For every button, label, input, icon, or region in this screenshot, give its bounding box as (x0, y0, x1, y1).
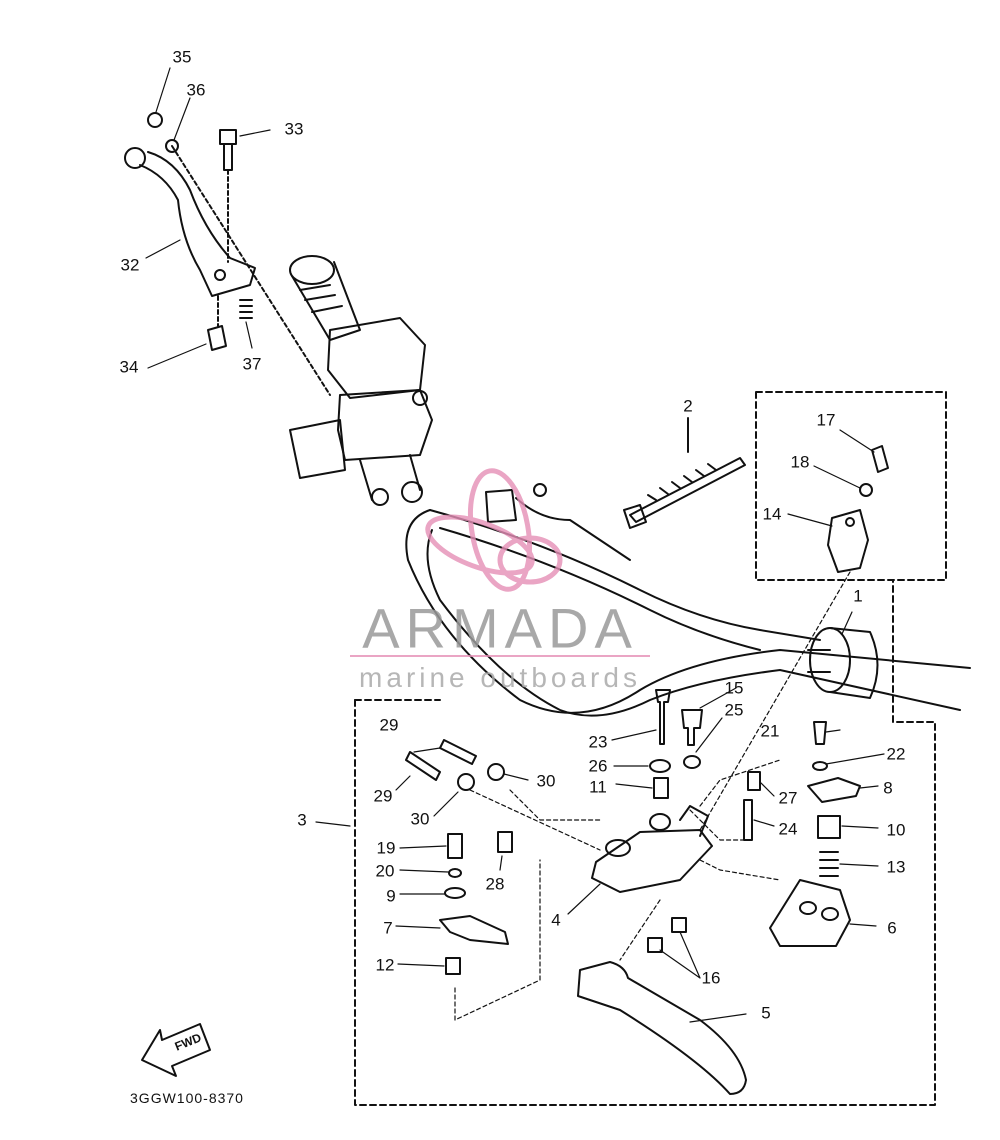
part-number-15: 15 (724, 678, 744, 698)
part-number-3: 3 (297, 810, 307, 830)
part-number-29b: 29 (373, 786, 393, 806)
washer-36 (165, 139, 331, 396)
part-number-21: 21 (760, 721, 780, 741)
bracket-7 (439, 915, 509, 945)
part-number-6: 6 (887, 918, 897, 938)
part-number-20: 20 (375, 861, 395, 881)
bolt-23 (655, 689, 671, 745)
lever-holder-4 (591, 805, 713, 893)
washer-25 (683, 755, 701, 769)
part-number-2: 2 (683, 396, 693, 416)
part-number-25: 25 (724, 700, 744, 720)
part-number-14: 14 (762, 504, 782, 524)
spring-13 (819, 851, 839, 877)
part-number-30a: 30 (536, 771, 556, 791)
screw-21 (813, 721, 827, 745)
part-number-19: 19 (376, 838, 396, 858)
clamp-14 (827, 509, 869, 573)
part-number-34: 34 (119, 357, 139, 377)
part-number-23: 23 (588, 732, 608, 752)
part-number-11: 11 (589, 777, 607, 797)
part-number-36: 36 (186, 80, 206, 100)
spring-37 (239, 299, 253, 319)
part-number-17: 17 (816, 410, 836, 430)
part-number-27: 27 (778, 788, 798, 808)
screw-19 (447, 833, 463, 859)
washers-30 (457, 763, 505, 791)
part-number-5: 5 (761, 1003, 771, 1023)
part-number-13: 13 (886, 857, 906, 877)
part-number-7: 7 (383, 918, 393, 938)
part-number-4: 4 (551, 910, 561, 930)
part-number-16: 16 (701, 968, 721, 988)
adjuster-10 (817, 815, 841, 839)
cable-tie-2 (623, 417, 746, 529)
pin-15 (681, 709, 703, 746)
part-number-24: 24 (778, 819, 798, 839)
drawing-code: 3GGW100-8370 (130, 1090, 244, 1106)
pin-24 (743, 799, 753, 841)
part-number-35: 35 (172, 47, 192, 67)
screw-17 (871, 445, 889, 473)
watermark-tagline: marine outboards (359, 662, 641, 693)
part-number-1: 1 (853, 586, 863, 606)
washer-22 (812, 761, 828, 771)
leader-lines (145, 67, 885, 1023)
part-number-18: 18 (790, 452, 810, 472)
watermark-logo (425, 468, 563, 592)
part-number-22: 22 (886, 744, 906, 764)
part-number-8: 8 (883, 778, 893, 798)
left-lever-32 (124, 147, 256, 297)
part-number-29a: 29 (379, 715, 399, 735)
left-grip (289, 255, 361, 341)
screw-28 (497, 831, 513, 853)
part-number-37: 37 (242, 354, 262, 374)
washer-20 (448, 868, 462, 878)
nut-34 (207, 295, 227, 351)
master-cylinder (289, 317, 433, 506)
subassembly-box-main (354, 579, 936, 1106)
washer-9 (444, 887, 466, 899)
plate-8 (807, 777, 861, 803)
nut-35 (147, 112, 163, 128)
part-number-28: 28 (485, 874, 505, 894)
handlebar (405, 509, 971, 717)
part-number-26: 26 (588, 756, 608, 776)
bolt-33 (219, 129, 237, 263)
subassembly-box-upper (755, 391, 947, 581)
part-number-30b: 30 (410, 809, 430, 829)
part-number-32: 32 (120, 255, 140, 275)
watermark-brand: ARMADA (362, 596, 638, 660)
collar-11 (653, 777, 669, 799)
screw-12 (445, 957, 461, 975)
bolts-29 (405, 739, 477, 781)
fwd-arrow-icon (141, 1023, 211, 1077)
nuts-16 (647, 917, 687, 953)
part-6 (769, 879, 851, 947)
washer-26 (649, 759, 671, 773)
part-number-9: 9 (386, 886, 396, 906)
washer-18 (859, 483, 873, 497)
perch-1 (807, 627, 879, 699)
pin-27 (747, 771, 761, 791)
part-number-12: 12 (375, 955, 395, 975)
part-number-33: 33 (284, 119, 304, 139)
lever-5 (577, 961, 747, 1095)
part-number-10: 10 (886, 820, 906, 840)
